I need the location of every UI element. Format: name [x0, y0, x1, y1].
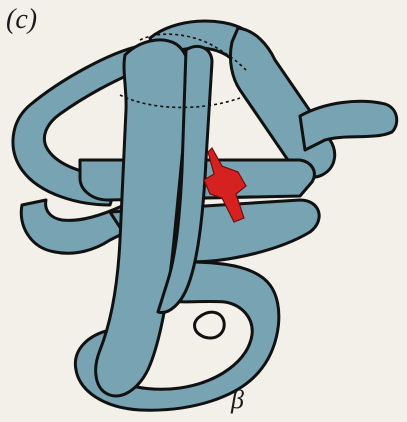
- panel-label: (c): [6, 4, 37, 36]
- right-tail: [300, 101, 397, 150]
- right-diagonal-band: [230, 28, 334, 177]
- beta-strand-label: β: [231, 385, 244, 415]
- hairpin-hole: [195, 312, 225, 338]
- lower-left-arm: [21, 200, 130, 253]
